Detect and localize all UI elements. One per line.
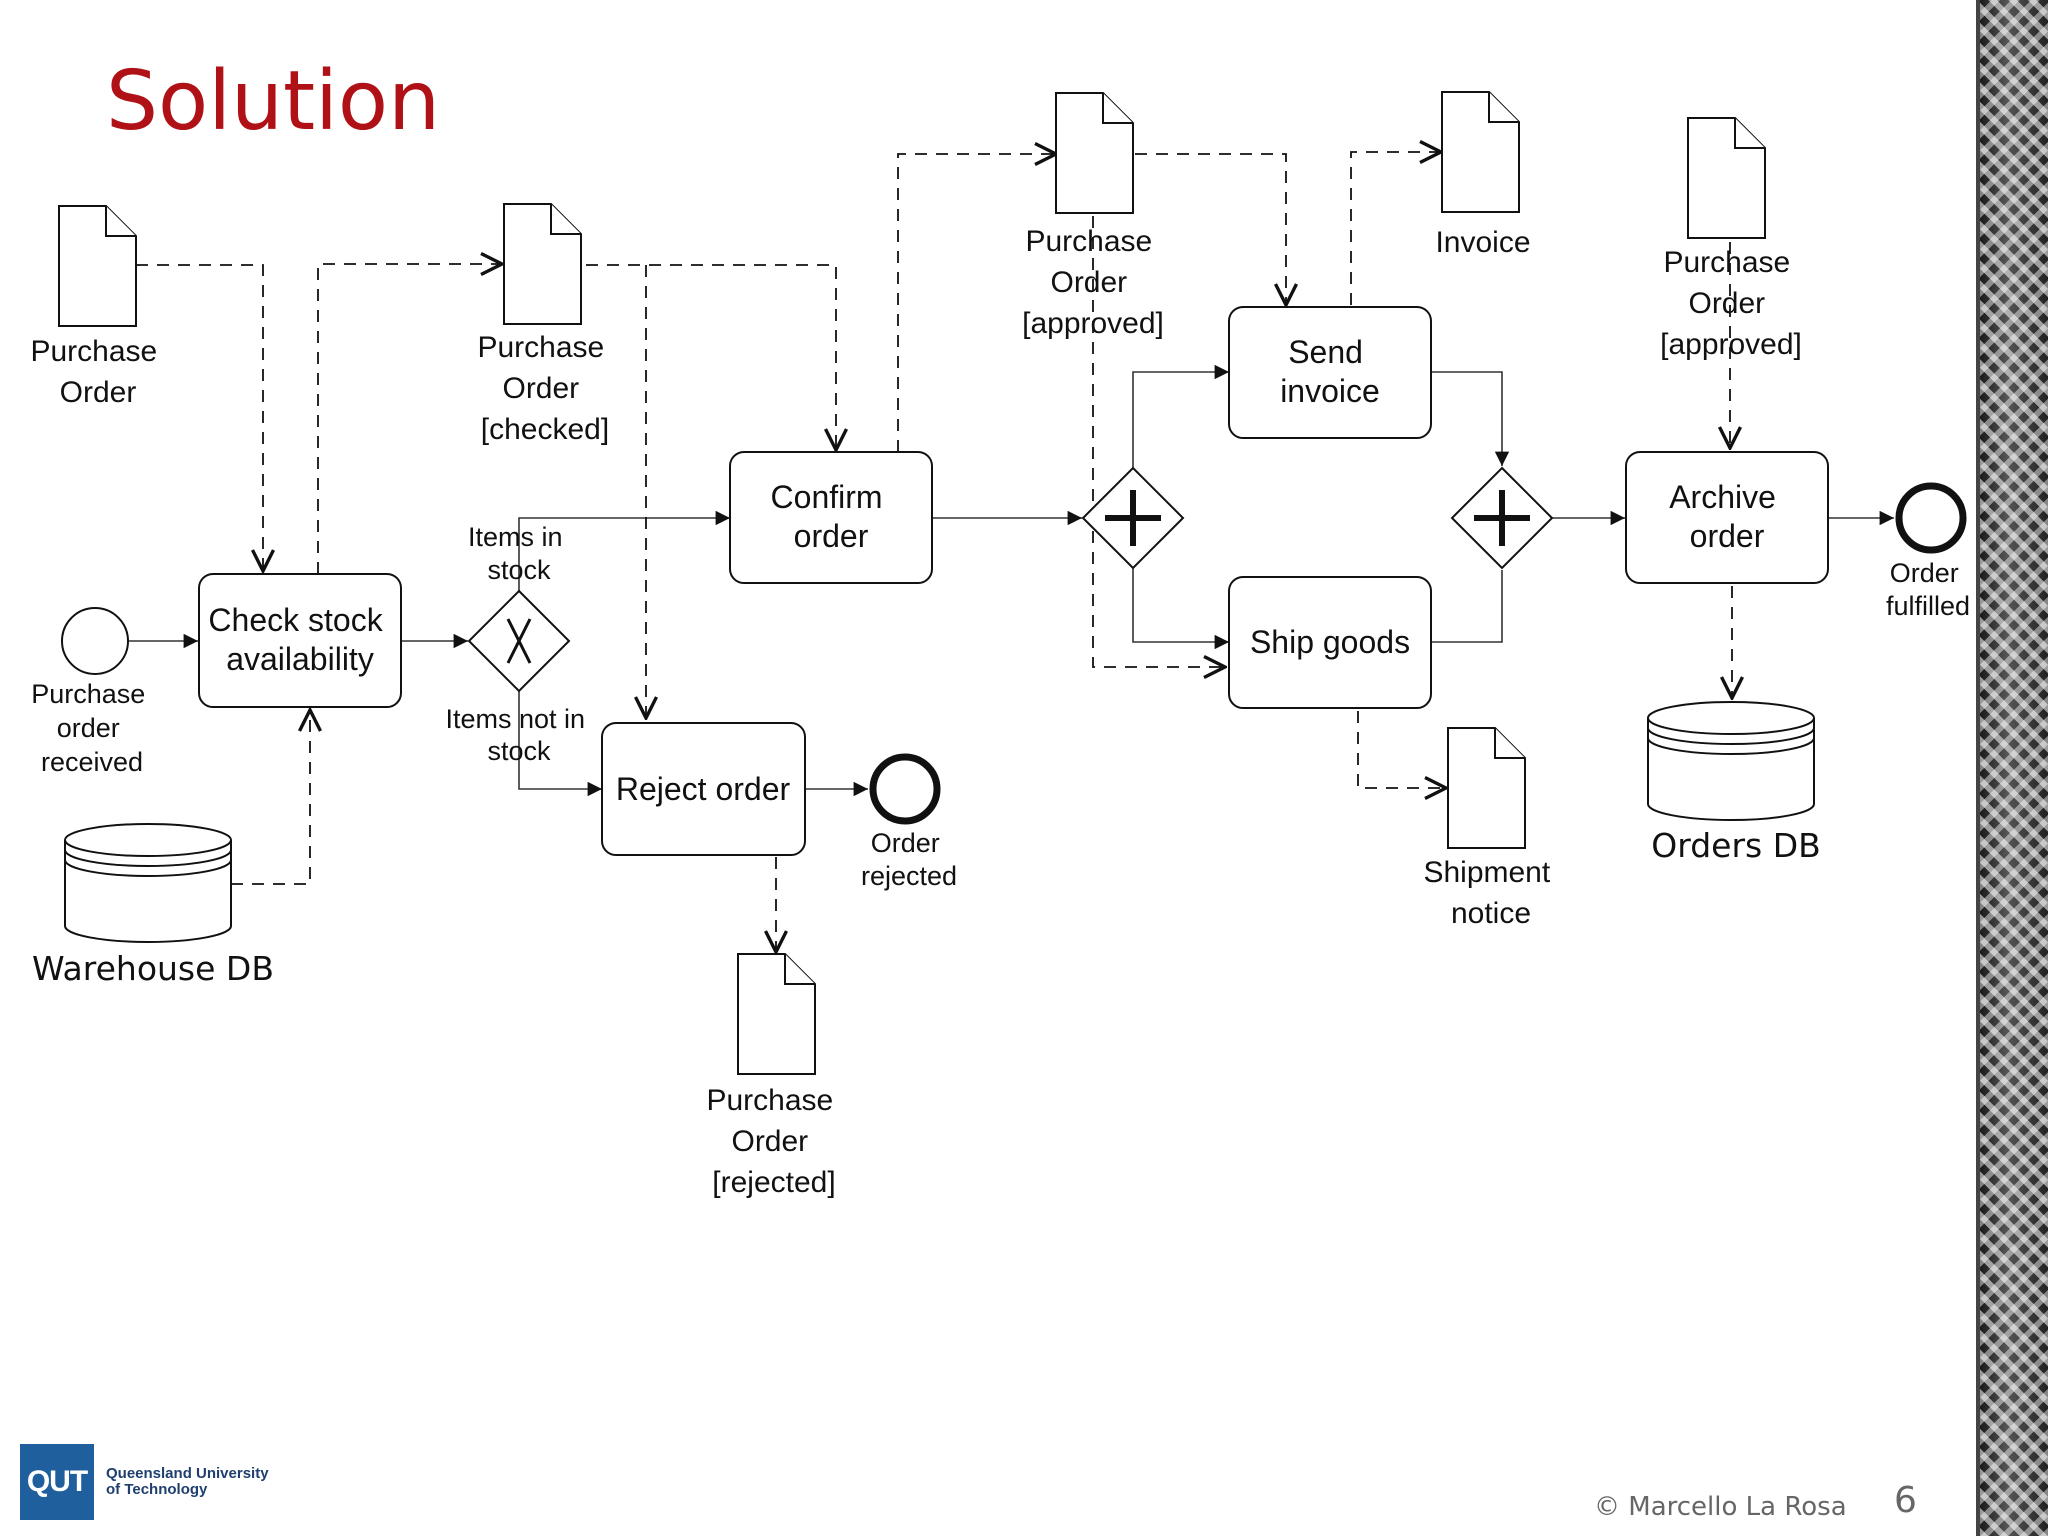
end-event-rejected-label: Order rejected xyxy=(861,828,957,891)
data-object-shipment-notice[interactable]: Shipment notice xyxy=(1423,727,1558,930)
flow-split-to-invoice xyxy=(1132,364,1229,468)
data-object-purchase-order-label: Purchase Order xyxy=(30,335,165,409)
task-send-invoice-label: Send invoice xyxy=(1280,334,1380,409)
data-object-shipment-notice-label: Shipment notice xyxy=(1423,856,1558,930)
flow-xor-to-reject xyxy=(518,691,602,797)
qut-logo-line-2: of Technology xyxy=(106,1481,208,1498)
task-reject-order-label: Reject order xyxy=(616,771,791,807)
qut-logo: QUT Queensland University of Technology xyxy=(20,1444,276,1520)
task-check-stock-label: Check stock availability xyxy=(208,602,391,677)
and-split-plus-icon xyxy=(1105,490,1161,546)
end-event-fulfilled[interactable]: Order fulfilled xyxy=(1886,482,1970,621)
and-join-gateway[interactable] xyxy=(1450,466,1554,570)
task-send-invoice[interactable]: Send invoice xyxy=(1228,306,1432,439)
label-items-in-stock: Items in stock xyxy=(468,522,570,585)
qut-logo-mark: QUT xyxy=(20,1444,94,1520)
data-store-warehouse-db[interactable]: Warehouse DB xyxy=(32,823,274,988)
task-confirm-order[interactable]: Confirm order xyxy=(729,451,933,584)
data-object-invoice[interactable]: Invoice xyxy=(1435,91,1531,259)
task-archive-order[interactable]: Archive order xyxy=(1625,451,1829,584)
assoc-po-checked-to-confirm xyxy=(586,264,836,450)
end-event-fulfilled-label: Order fulfilled xyxy=(1886,558,1970,621)
assoc-confirm-to-po-approved xyxy=(897,154,1056,452)
qut-logo-text: Queensland University of Technology xyxy=(106,1466,276,1498)
data-store-orders-db-label: Orders DB xyxy=(1651,826,1821,865)
task-ship-goods[interactable]: Ship goods xyxy=(1228,576,1432,709)
task-check-stock[interactable]: Check stock availability xyxy=(198,573,402,708)
data-object-po-rejected[interactable]: Purchase Order [rejected] xyxy=(706,953,841,1199)
flow-invoice-to-join xyxy=(1431,371,1510,466)
assoc-po-approved-to-invoice xyxy=(1135,153,1286,305)
data-object-po-rejected-label: Purchase Order [rejected] xyxy=(706,1084,841,1199)
data-object-purchase-order[interactable]: Purchase Order xyxy=(30,205,165,409)
data-associations xyxy=(136,152,1732,952)
data-object-po-approved-2-label: Purchase Order [approved] xyxy=(1660,246,1802,361)
xor-gateway[interactable] xyxy=(467,589,571,693)
and-join-plus-icon xyxy=(1474,490,1530,546)
page-number: 6 xyxy=(1894,1480,1917,1521)
task-ship-goods-label: Ship goods xyxy=(1250,624,1410,660)
assoc-po-approved-to-ship xyxy=(1092,216,1225,667)
footer-credit: © Marcello La Rosa xyxy=(1594,1492,1847,1522)
assoc-warehouse-to-check xyxy=(231,710,310,885)
data-object-invoice-label: Invoice xyxy=(1435,226,1530,259)
flow-xor-to-confirm xyxy=(518,510,730,591)
flow-ship-to-join xyxy=(1431,570,1503,643)
task-archive-order-label: Archive order xyxy=(1669,479,1785,554)
assoc-invoice-task-to-invoice xyxy=(1350,152,1441,305)
task-reject-order[interactable]: Reject order xyxy=(601,722,806,856)
data-object-po-approved-1[interactable]: Purchase Order [approved] xyxy=(1022,92,1164,340)
label-items-not-in-stock: Items not in stock xyxy=(445,704,592,766)
data-object-po-checked-label: Purchase Order [checked] xyxy=(477,331,612,446)
data-object-po-approved-2[interactable]: Purchase Order [approved] xyxy=(1660,117,1802,361)
start-event[interactable]: Purchase order received xyxy=(31,607,153,777)
assoc-ship-to-notice xyxy=(1357,711,1446,788)
data-object-po-approved-1-label: Purchase Order [approved] xyxy=(1022,225,1164,340)
flow-split-to-ship xyxy=(1132,568,1229,650)
qut-logo-line-1: Queensland University xyxy=(106,1465,269,1482)
slide-edge-divider xyxy=(1976,0,1980,1536)
slide-title: Solution xyxy=(106,54,441,149)
start-event-label: Purchase order received xyxy=(31,679,153,777)
slide-edge-pattern xyxy=(1980,0,2048,1536)
data-object-po-checked[interactable]: Purchase Order [checked] xyxy=(477,203,612,446)
xor-gateway-x-icon xyxy=(506,618,532,664)
end-event-rejected[interactable]: Order rejected xyxy=(861,753,957,891)
and-split-gateway[interactable] xyxy=(1081,466,1185,570)
start-event-circle xyxy=(61,607,129,675)
sequence-flows xyxy=(129,364,1894,797)
data-store-orders-db[interactable]: Orders DB xyxy=(1647,701,1821,865)
task-confirm-order-label: Confirm order xyxy=(771,479,892,554)
assoc-po-to-check xyxy=(136,264,263,571)
data-store-warehouse-db-label: Warehouse DB xyxy=(32,949,274,988)
